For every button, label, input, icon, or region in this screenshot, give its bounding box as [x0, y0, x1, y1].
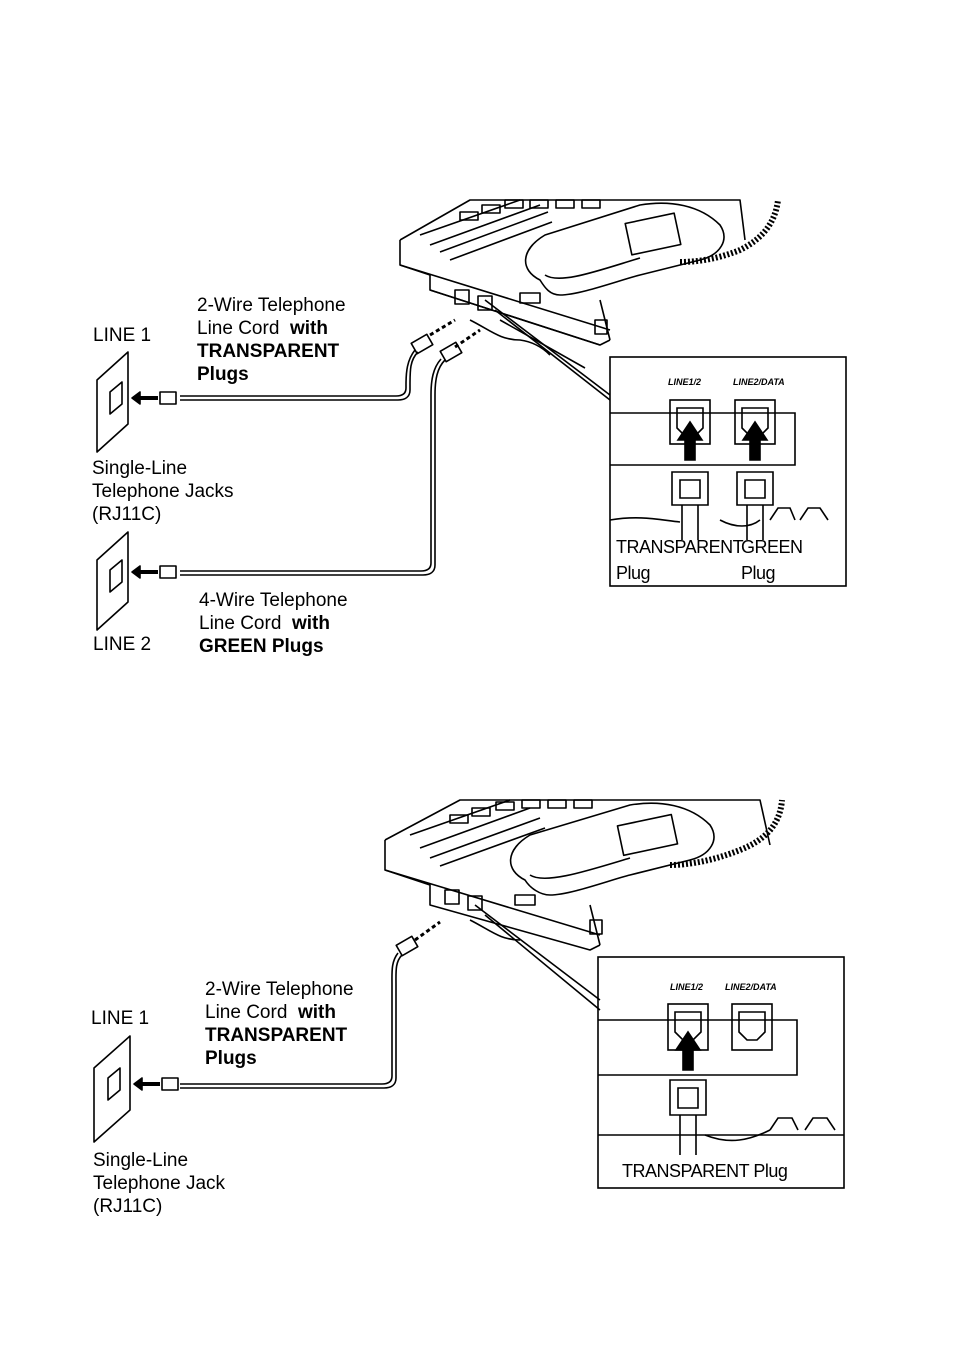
cord4-line2-row: Line Cord with	[199, 612, 348, 635]
inset1-plug1-label: TRANSPARENT	[616, 537, 744, 557]
cord-with: with	[297, 1002, 336, 1023]
cord4-line2: Line Cord	[199, 613, 282, 634]
diagram1-jack-label: Single-Line Telephone Jacks (RJ11C)	[92, 457, 234, 526]
jack-line3: (RJ11C)	[92, 504, 162, 525]
wall-jack-1	[96, 351, 177, 453]
inset1-port1-label: LINE1/2	[668, 377, 702, 387]
inset1-plug2-label: GREEN	[741, 537, 803, 557]
inset2-plug-label: TRANSPARENT Plug	[622, 1161, 788, 1181]
cord-line2: Line Cord	[205, 1002, 288, 1023]
cord2-line1: 2-Wire Telephone	[197, 295, 346, 316]
diagram1-line2-label: LINE 2	[93, 634, 152, 655]
diagram1-cord2-title: 2-Wire Telephone Line Cord with TRANSPAR…	[197, 294, 346, 386]
cord2-line2-row: Line Cord with	[197, 317, 346, 340]
cord2-with: with	[289, 318, 328, 339]
inset1-plug2-word: Plug	[741, 563, 776, 583]
jack2-line2: Telephone Jack	[93, 1173, 226, 1194]
cord-2-wire-2	[180, 935, 419, 1089]
cord-line1: 2-Wire Telephone	[205, 979, 354, 1000]
cord4-plug: GREEN Plugs	[199, 636, 324, 657]
cord2-plug1: TRANSPARENT	[197, 341, 340, 362]
cord-line2-row: Line Cord with	[205, 1001, 354, 1024]
wall-jack-2	[96, 531, 177, 631]
cord4-line1: 4-Wire Telephone	[199, 590, 348, 611]
inset-panel-1	[609, 356, 847, 587]
inset2-port1-label: LINE1/2	[670, 982, 704, 992]
diagram-1-drawing	[96, 199, 847, 631]
cord2-plug2: Plugs	[197, 364, 249, 385]
inset1-port2-label: LINE2/DATA	[733, 377, 785, 387]
inset1-plug1-word: Plug	[616, 563, 651, 583]
cord-4-wire-1	[180, 341, 463, 576]
jack2-line3: (RJ11C)	[93, 1196, 163, 1217]
cord-plug1: TRANSPARENT	[205, 1025, 348, 1046]
diagram1-cord4-title: 4-Wire Telephone Line Cord with GREEN Pl…	[199, 589, 348, 658]
cord2-line2: Line Cord	[197, 318, 280, 339]
jack-line2: Telephone Jacks	[92, 481, 234, 502]
diagram2-cord-title: 2-Wire Telephone Line Cord with TRANSPAR…	[205, 978, 354, 1070]
telephone-base-2	[384, 799, 785, 951]
jack2-line1: Single-Line	[93, 1150, 189, 1171]
wall-jack-3	[93, 1035, 179, 1143]
inset-panel-2	[597, 956, 845, 1189]
cord4-with: with	[291, 613, 330, 634]
cord-2-wire-1	[180, 333, 434, 401]
diagram1-line1-label: LINE 1	[93, 325, 152, 346]
diagram2-line1-label: LINE 1	[91, 1008, 150, 1029]
telephone-base-1	[399, 199, 781, 356]
cord-plug2: Plugs	[205, 1048, 257, 1069]
inset2-port2-label: LINE2/DATA	[725, 982, 777, 992]
diagram2-jack-label: Single-Line Telephone Jack (RJ11C)	[93, 1149, 225, 1218]
jack-line1: Single-Line	[92, 458, 188, 479]
